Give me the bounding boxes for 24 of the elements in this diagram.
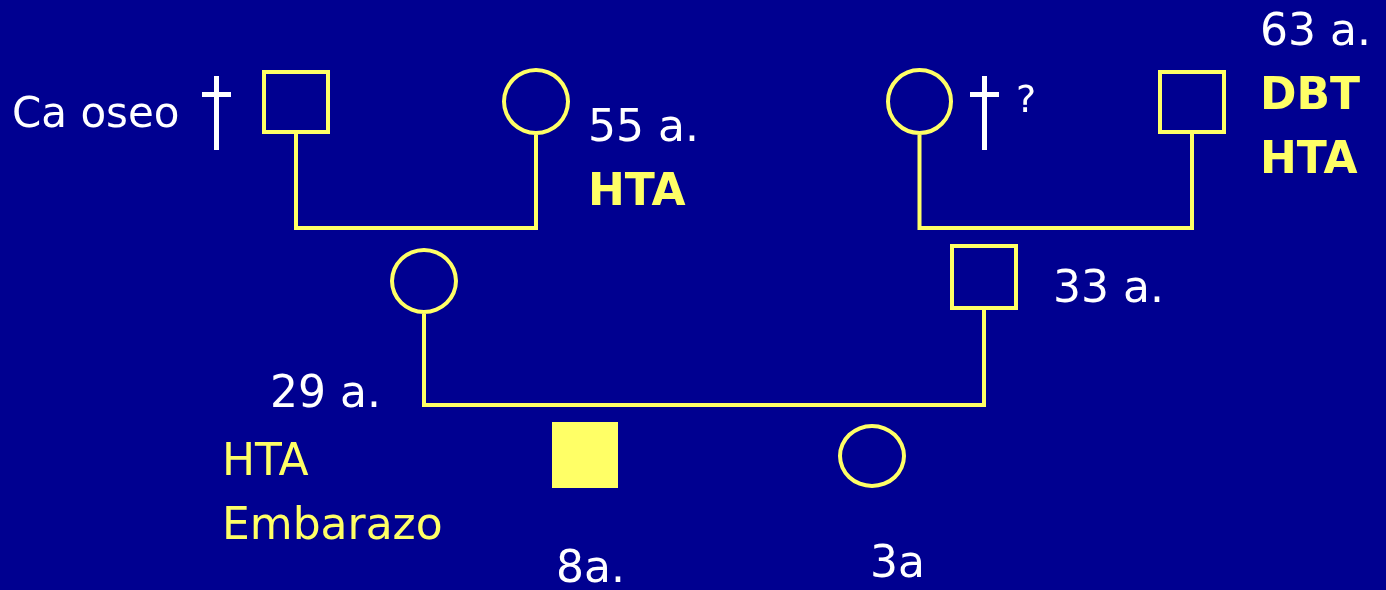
- male-square: [1158, 70, 1226, 134]
- female-circle: [390, 248, 458, 314]
- person-annotation: 55 a.: [588, 104, 699, 148]
- person-annotation: 8a.: [556, 545, 625, 589]
- male-square: [950, 244, 1018, 310]
- couple-line: [294, 134, 538, 230]
- couple-line: [422, 310, 986, 407]
- female-circle: [838, 424, 906, 488]
- person-annotation: Ca oseo: [12, 92, 180, 134]
- person-annotation: 63 a.: [1260, 8, 1371, 52]
- person-annotation: Embarazo: [222, 502, 443, 546]
- person-annotation: HTA: [222, 438, 309, 482]
- person-annotation: 33 a.: [1053, 265, 1164, 309]
- couple-line: [917, 134, 1194, 230]
- person-annotation: DBT: [1260, 72, 1361, 116]
- male-square: [552, 422, 618, 488]
- person-annotation: HTA: [588, 168, 686, 212]
- person-annotation: 3a: [870, 540, 925, 584]
- person-annotation: HTA: [1260, 136, 1358, 180]
- female-circle: [886, 68, 953, 135]
- person-annotation: ?: [1016, 80, 1037, 118]
- person-annotation: 29 a.: [270, 370, 381, 414]
- female-circle: [502, 68, 570, 135]
- male-square: [262, 70, 330, 134]
